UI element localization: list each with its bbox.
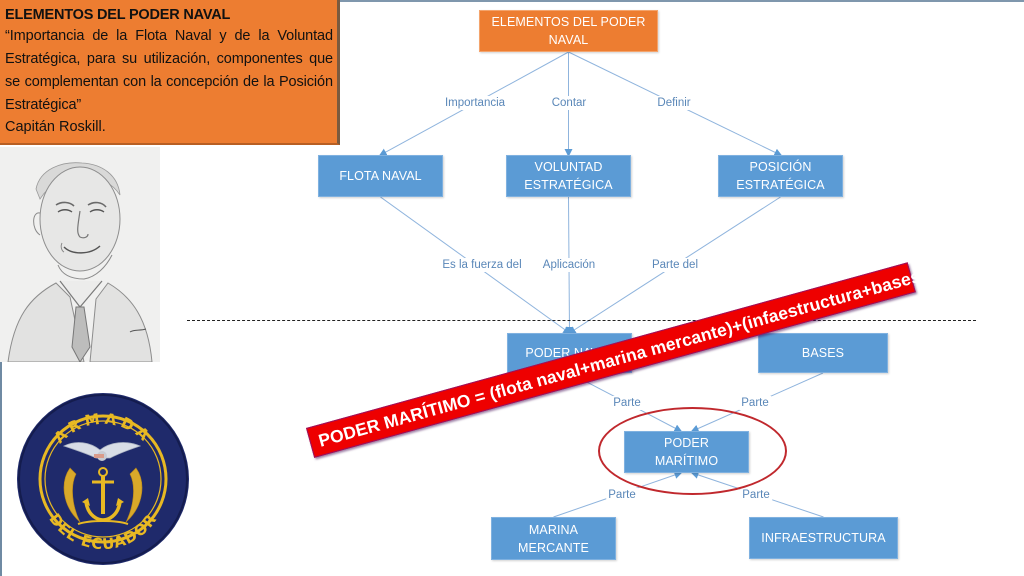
portrait-image bbox=[0, 147, 160, 362]
quote-box: ELEMENTOS DEL PODER NAVAL “Importancia d… bbox=[0, 0, 340, 145]
quote-text: “Importancia de la Flota Naval y de la V… bbox=[5, 28, 333, 113]
node-elementos-del-poder-naval[interactable]: ELEMENTOS DEL PODER NAVAL bbox=[479, 10, 658, 52]
poder-maritimo-highlight-ellipse bbox=[598, 407, 787, 495]
slide-left-border bbox=[0, 362, 2, 576]
node-voluntad-estrategica[interactable]: VOLUNTAD ESTRATÉGICA bbox=[506, 155, 631, 197]
edge-label-parte-bases: Parte bbox=[739, 396, 771, 410]
navy-emblem-icon: ARMADA DEL ECUADOR bbox=[17, 393, 189, 565]
edge-label-aplicacion: Aplicación bbox=[540, 258, 598, 272]
node-bases[interactable]: BASES bbox=[758, 333, 888, 373]
section-divider-dashed-line bbox=[187, 320, 976, 321]
edge-label-parte-marina-mercante: Parte bbox=[606, 488, 638, 502]
portrait-sketch-icon bbox=[0, 147, 160, 362]
edge-label-importancia: Importancia bbox=[442, 96, 508, 110]
node-marina-mercante[interactable]: MARINA MERCANTE bbox=[491, 517, 616, 560]
edge-label-definir: Definir bbox=[655, 96, 693, 110]
quote-title: ELEMENTOS DEL PODER NAVAL bbox=[5, 7, 231, 23]
armada-del-ecuador-logo: ARMADA DEL ECUADOR bbox=[14, 390, 192, 568]
edge-label-parte-infraestructura: Parte bbox=[740, 488, 772, 502]
edge-label-es-la-fuerza-del: Es la fuerza del bbox=[440, 258, 524, 272]
node-posicion-estrategica[interactable]: POSICIÓN ESTRATÉGICA bbox=[718, 155, 843, 197]
quote-author: Capitán Roskill. bbox=[5, 119, 106, 135]
edge-label-parte-poder-naval: Parte bbox=[611, 396, 643, 410]
node-infraestructura[interactable]: INFRAESTRUCTURA bbox=[749, 517, 898, 559]
slide-top-border bbox=[0, 0, 1024, 2]
node-flota-naval[interactable]: FLOTA NAVAL bbox=[318, 155, 443, 197]
edge-label-parte-del: Parte del bbox=[649, 258, 701, 272]
edge-label-contar: Contar bbox=[549, 96, 589, 110]
